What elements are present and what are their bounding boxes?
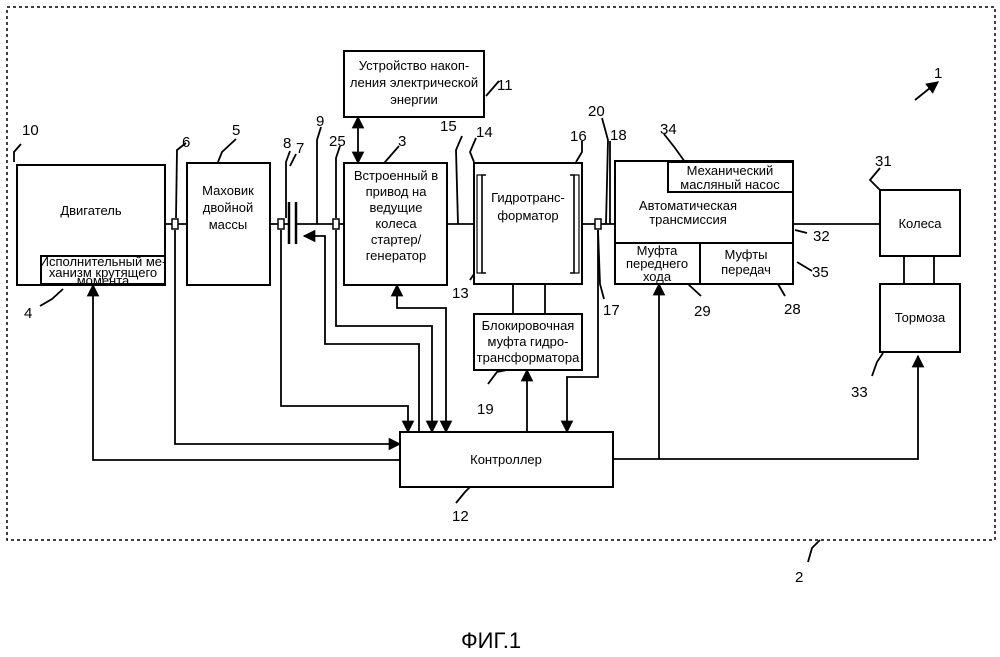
svg-text:34: 34	[660, 121, 677, 138]
svg-text:двойной: двойной	[203, 200, 254, 215]
svg-text:29: 29	[694, 303, 711, 320]
svg-text:энергии: энергии	[390, 92, 438, 107]
isg-block: Встроенный в привод на ведущие колеса ст…	[344, 163, 447, 285]
svg-text:форматор: форматор	[497, 208, 558, 223]
svg-text:6: 6	[182, 134, 190, 151]
svg-text:ведущие: ведущие	[370, 200, 423, 215]
svg-text:трансформатора: трансформатора	[477, 350, 580, 365]
svg-text:1: 1	[934, 65, 942, 82]
torque-converter-block: Гидротранс- форматор	[474, 163, 582, 284]
svg-text:12: 12	[452, 508, 469, 525]
clutch-7	[289, 202, 296, 244]
flywheel-block: Маховик двойной массы	[187, 163, 270, 285]
svg-text:5: 5	[232, 122, 240, 139]
svg-text:32: 32	[813, 228, 830, 245]
svg-text:Муфты: Муфты	[724, 247, 767, 262]
brakes-block: Тормоза	[880, 284, 960, 352]
svg-text:11: 11	[497, 77, 513, 94]
svg-text:8: 8	[283, 135, 291, 152]
svg-text:10: 10	[22, 122, 39, 139]
svg-text:35: 35	[812, 264, 829, 281]
svg-text:генератор: генератор	[366, 248, 427, 263]
wheels-block: Колеса	[880, 190, 960, 256]
svg-text:Встроенный в: Встроенный в	[354, 168, 438, 183]
svg-text:4: 4	[24, 305, 32, 322]
svg-text:17: 17	[603, 302, 620, 319]
svg-text:стартер/: стартер/	[371, 232, 422, 247]
svg-text:передач: передач	[721, 262, 771, 277]
actuator-block: Исполнительный ме- ханизм крутящего моме…	[40, 254, 167, 288]
svg-text:Маховик: Маховик	[202, 183, 254, 198]
figure-caption: ФИГ.1	[461, 628, 521, 653]
svg-text:20: 20	[588, 103, 605, 120]
controller-block: Контроллер	[400, 432, 613, 487]
svg-text:14: 14	[476, 124, 493, 141]
svg-text:Контроллер: Контроллер	[470, 452, 542, 467]
svg-text:2: 2	[795, 569, 803, 586]
svg-text:Механический: Механический	[687, 163, 774, 178]
svg-text:Устройство накоп-: Устройство накоп-	[359, 58, 469, 73]
svg-text:28: 28	[784, 301, 801, 318]
svg-text:ления электрической: ления электрической	[350, 75, 478, 90]
svg-text:Тормоза: Тормоза	[895, 310, 946, 325]
lockup-clutch-block: Блокировочная муфта гидро- трансформатор…	[474, 314, 582, 370]
svg-text:хода: хода	[643, 269, 672, 284]
oil-pump-block: Механический масляный насос	[668, 162, 793, 192]
svg-text:13: 13	[452, 285, 469, 302]
svg-text:Автоматическая: Автоматическая	[639, 198, 737, 213]
svg-text:масляный насос: масляный насос	[680, 177, 780, 192]
svg-text:массы: массы	[209, 217, 248, 232]
svg-text:Блокировочная: Блокировочная	[482, 318, 575, 333]
svg-text:18: 18	[610, 127, 627, 144]
svg-text:колеса: колеса	[375, 216, 417, 231]
svg-text:момента: момента	[77, 273, 130, 288]
svg-text:трансмиссия: трансмиссия	[649, 212, 727, 227]
svg-text:19: 19	[477, 401, 494, 418]
svg-text:3: 3	[398, 133, 406, 150]
svg-text:муфта гидро-: муфта гидро-	[488, 334, 569, 349]
gear-clutches-block: Муфты передач	[700, 243, 793, 284]
svg-text:привод на: привод на	[366, 184, 428, 199]
svg-text:25: 25	[329, 133, 346, 150]
svg-text:16: 16	[570, 128, 587, 145]
svg-text:9: 9	[316, 113, 324, 130]
svg-text:31: 31	[875, 153, 892, 170]
svg-text:Гидротранс-: Гидротранс-	[491, 190, 565, 205]
svg-text:Колеса: Колеса	[898, 216, 942, 231]
forward-clutch-block: Муфта переднего хода	[615, 243, 700, 284]
energy-storage-block: Устройство накоп- ления электрической эн…	[344, 51, 484, 117]
svg-text:7: 7	[296, 140, 304, 157]
svg-text:33: 33	[851, 384, 868, 401]
engine-label: Двигатель	[60, 203, 122, 218]
svg-text:15: 15	[440, 118, 457, 135]
